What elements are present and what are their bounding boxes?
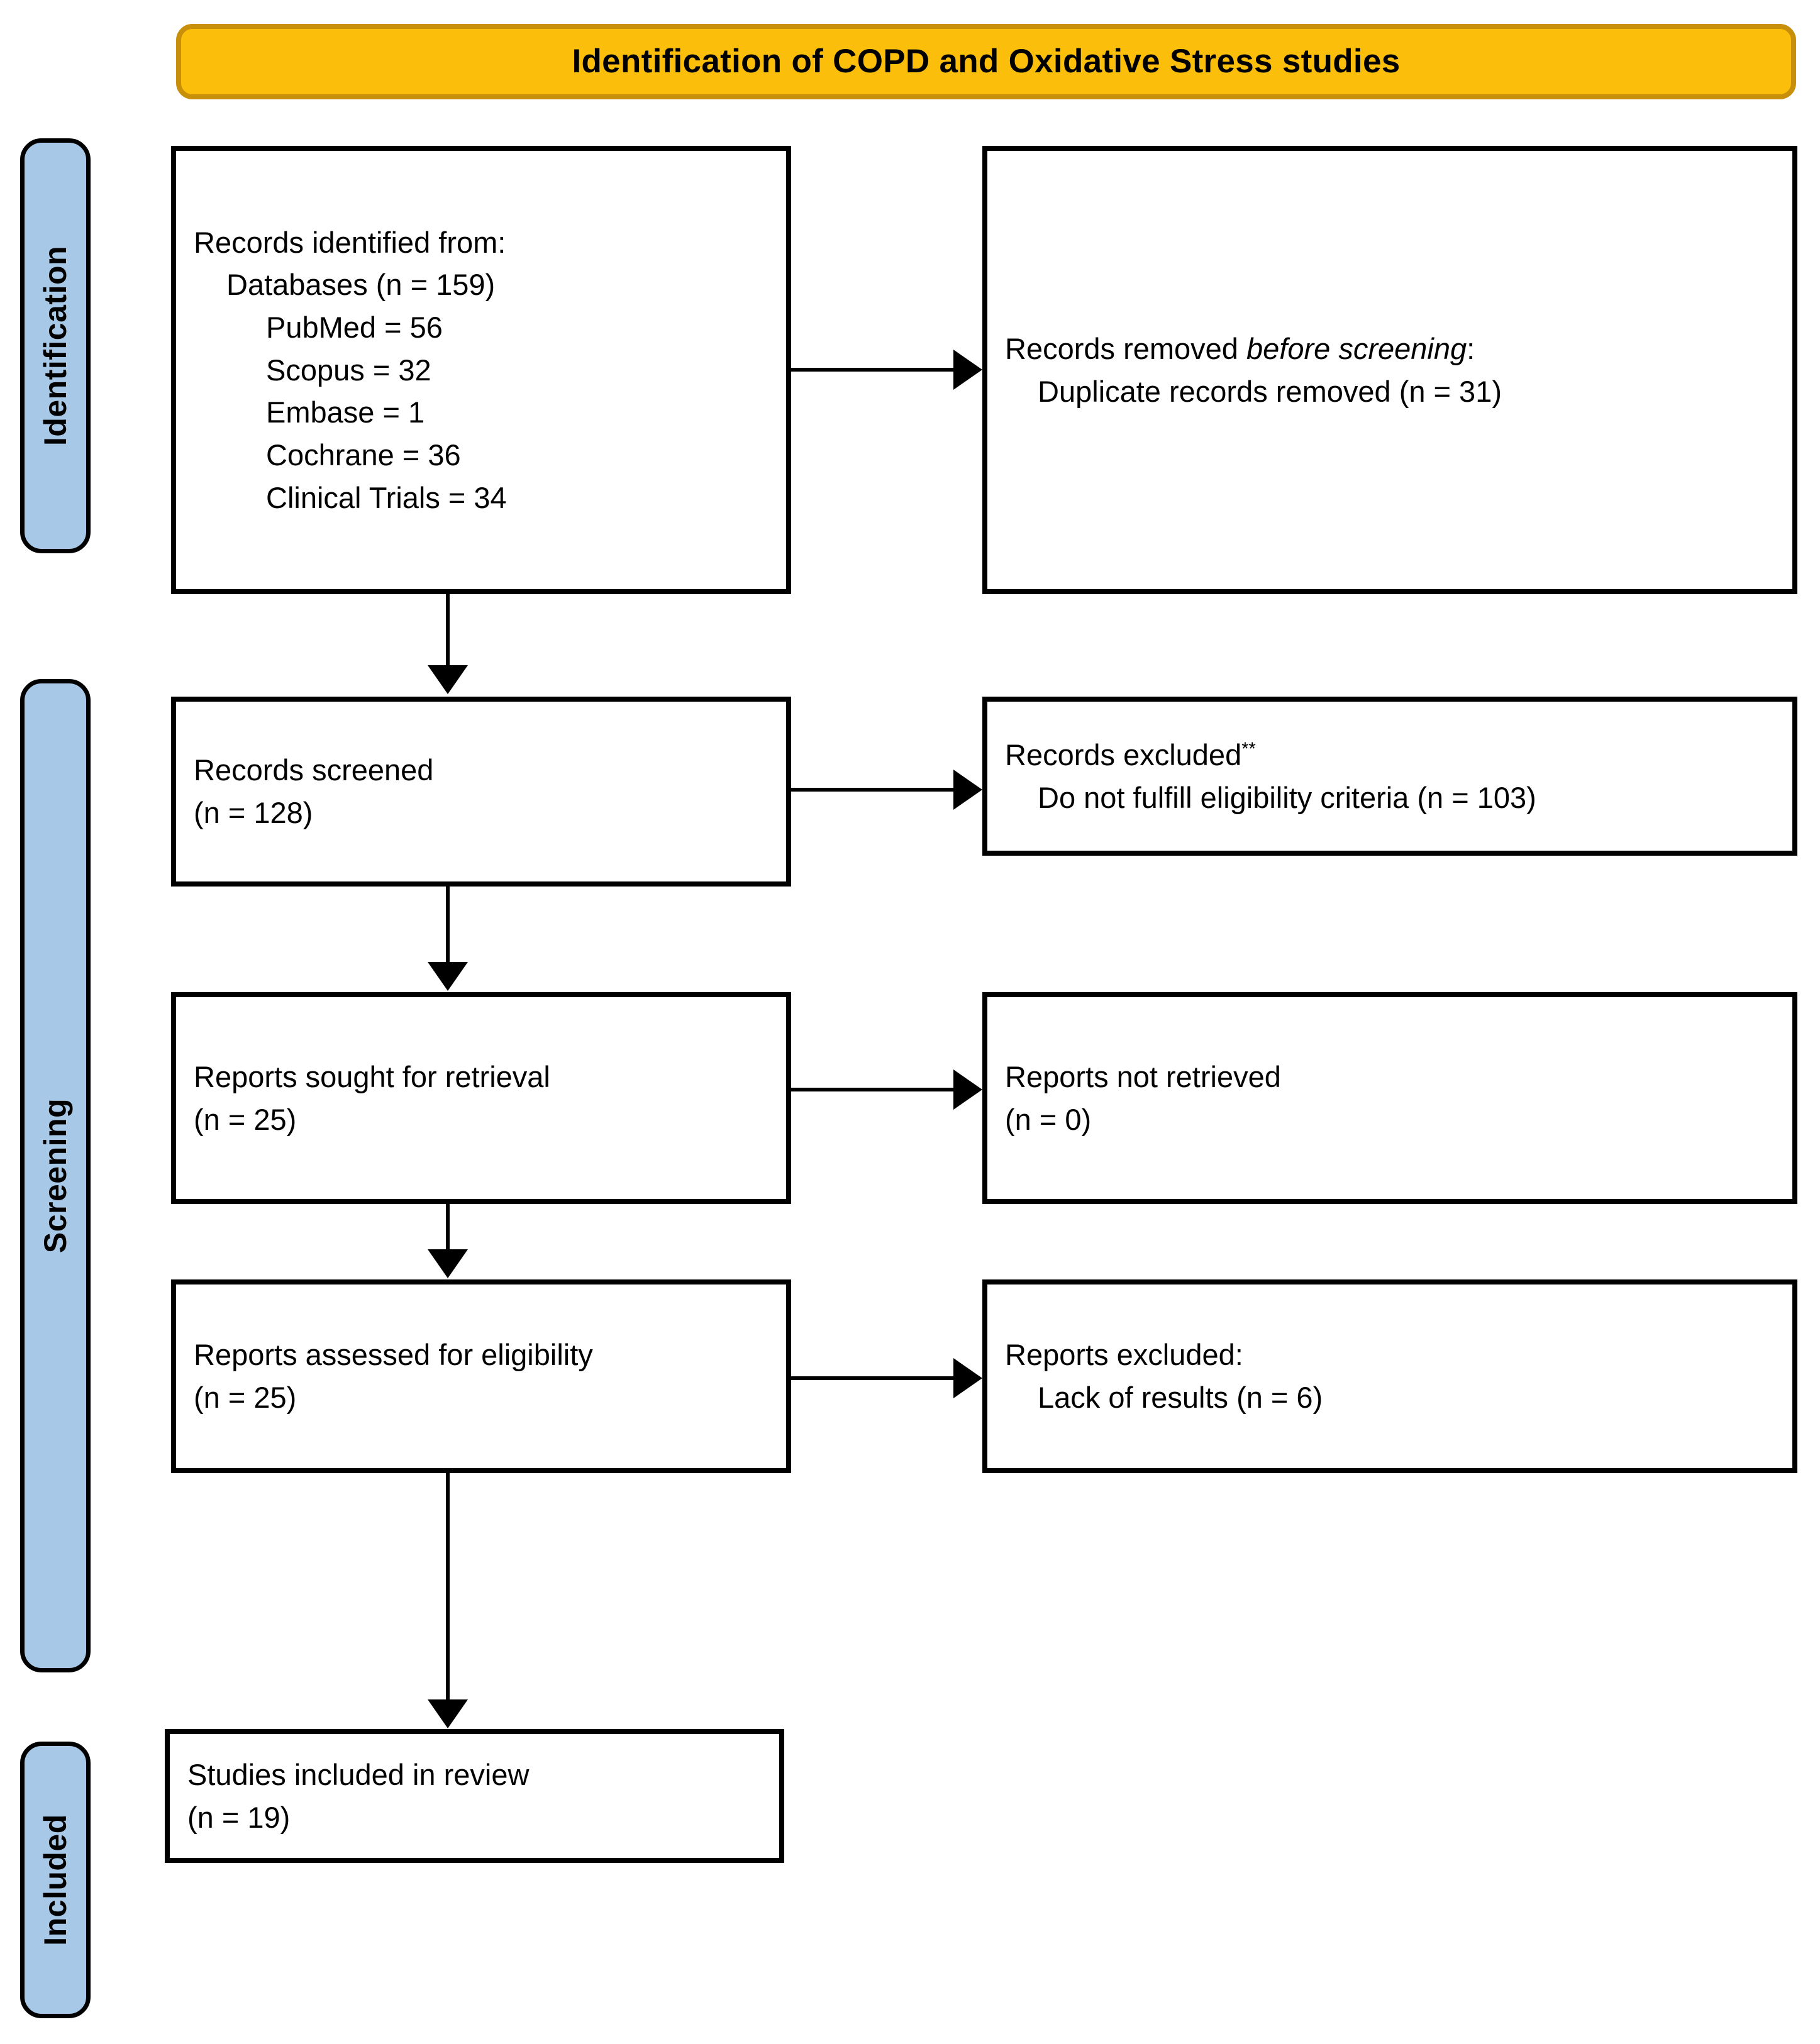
box-reports-not-retrieved: Reports not retrieved (n = 0) bbox=[982, 992, 1797, 1204]
arrow-head-right-icon bbox=[953, 770, 982, 810]
reports-assessed-line-2: (n = 25) bbox=[194, 1381, 297, 1414]
studies-included-line-1: Studies included in review bbox=[187, 1757, 530, 1791]
records-identified-line-4: Embase = 1 bbox=[266, 395, 425, 429]
box-reports-sought: Reports sought for retrieval (n = 25) bbox=[171, 992, 791, 1204]
records-identified-line-5: Cochrane = 36 bbox=[266, 438, 461, 472]
arrow-shaft bbox=[446, 1473, 450, 1701]
records-removed-suffix: : bbox=[1467, 331, 1475, 365]
stage-label-included-text: Included bbox=[38, 1814, 74, 1946]
arrow-head-right-icon bbox=[953, 1069, 982, 1110]
box-records-removed: Records removed before screening: Duplic… bbox=[982, 146, 1797, 594]
arrow-head-down-icon bbox=[428, 962, 468, 991]
arrow-head-right-icon bbox=[953, 350, 982, 390]
box-records-identified: Records identified from: Databases (n = … bbox=[171, 146, 791, 594]
stage-label-screening-text: Screening bbox=[38, 1098, 73, 1254]
arrow-head-down-icon bbox=[428, 1699, 468, 1728]
reports-excluded-line-1: Reports excluded: bbox=[1005, 1338, 1243, 1372]
arrow-shaft bbox=[446, 887, 450, 963]
records-excluded-footnote-marker: ** bbox=[1241, 739, 1256, 760]
reports-excluded-line-2: Lack of results (n = 6) bbox=[1038, 1381, 1323, 1414]
diagram-title-banner: Identification of COPD and Oxidative Str… bbox=[176, 24, 1796, 99]
stage-label-included: Included bbox=[20, 1742, 91, 2018]
box-reports-assessed: Reports assessed for eligibility (n = 25… bbox=[171, 1279, 791, 1473]
arrow-shaft bbox=[791, 1088, 955, 1091]
box-reports-excluded: Reports excluded: Lack of results (n = 6… bbox=[982, 1279, 1797, 1473]
records-removed-line-2: Duplicate records removed (n = 31) bbox=[1038, 374, 1502, 408]
arrow-shaft bbox=[791, 1376, 955, 1380]
records-excluded-label: Records excluded bbox=[1005, 737, 1242, 771]
reports-not-retrieved-line-1: Reports not retrieved bbox=[1005, 1059, 1281, 1093]
reports-not-retrieved-line-2: (n = 0) bbox=[1005, 1102, 1092, 1136]
records-excluded-line-2: Do not fulfill eligibility criteria (n =… bbox=[1038, 780, 1536, 814]
arrow-shaft bbox=[446, 1204, 450, 1251]
records-screened-line-1: Records screened bbox=[194, 753, 434, 787]
box-records-screened: Records screened (n = 128) bbox=[171, 697, 791, 887]
stage-label-screening: Screening bbox=[20, 679, 91, 1672]
records-removed-prefix: Records removed bbox=[1005, 331, 1246, 365]
arrow-head-right-icon bbox=[953, 1358, 982, 1398]
arrow-head-down-icon bbox=[428, 665, 468, 694]
reports-assessed-line-1: Reports assessed for eligibility bbox=[194, 1338, 593, 1372]
arrow-shaft bbox=[446, 594, 450, 667]
arrow-head-down-icon bbox=[428, 1249, 468, 1278]
studies-included-line-2: (n = 19) bbox=[187, 1800, 291, 1834]
reports-sought-line-2: (n = 25) bbox=[194, 1102, 297, 1136]
records-identified-line-0: Records identified from: bbox=[194, 225, 506, 259]
arrow-shaft bbox=[791, 788, 955, 792]
diagram-title: Identification of COPD and Oxidative Str… bbox=[572, 42, 1401, 80]
records-screened-line-2: (n = 128) bbox=[194, 796, 313, 829]
records-identified-line-1: Databases (n = 159) bbox=[226, 268, 496, 302]
records-removed-line-1: Records removed before screening: bbox=[1005, 328, 1775, 370]
records-identified-line-6: Clinical Trials = 34 bbox=[266, 480, 507, 514]
arrow-shaft bbox=[791, 368, 955, 372]
reports-sought-line-1: Reports sought for retrieval bbox=[194, 1059, 550, 1093]
records-removed-italic: before screening bbox=[1246, 331, 1467, 365]
box-records-excluded: Records excluded** Do not fulfill eligib… bbox=[982, 697, 1797, 856]
records-excluded-line-1: Records excluded** bbox=[1005, 734, 1775, 776]
box-studies-included: Studies included in review (n = 19) bbox=[165, 1729, 784, 1863]
stage-label-identification: Identification bbox=[20, 138, 91, 553]
records-identified-line-2: PubMed = 56 bbox=[266, 310, 443, 344]
stage-label-identification-text: Identification bbox=[38, 245, 74, 446]
records-identified-line-3: Scopus = 32 bbox=[266, 353, 431, 387]
